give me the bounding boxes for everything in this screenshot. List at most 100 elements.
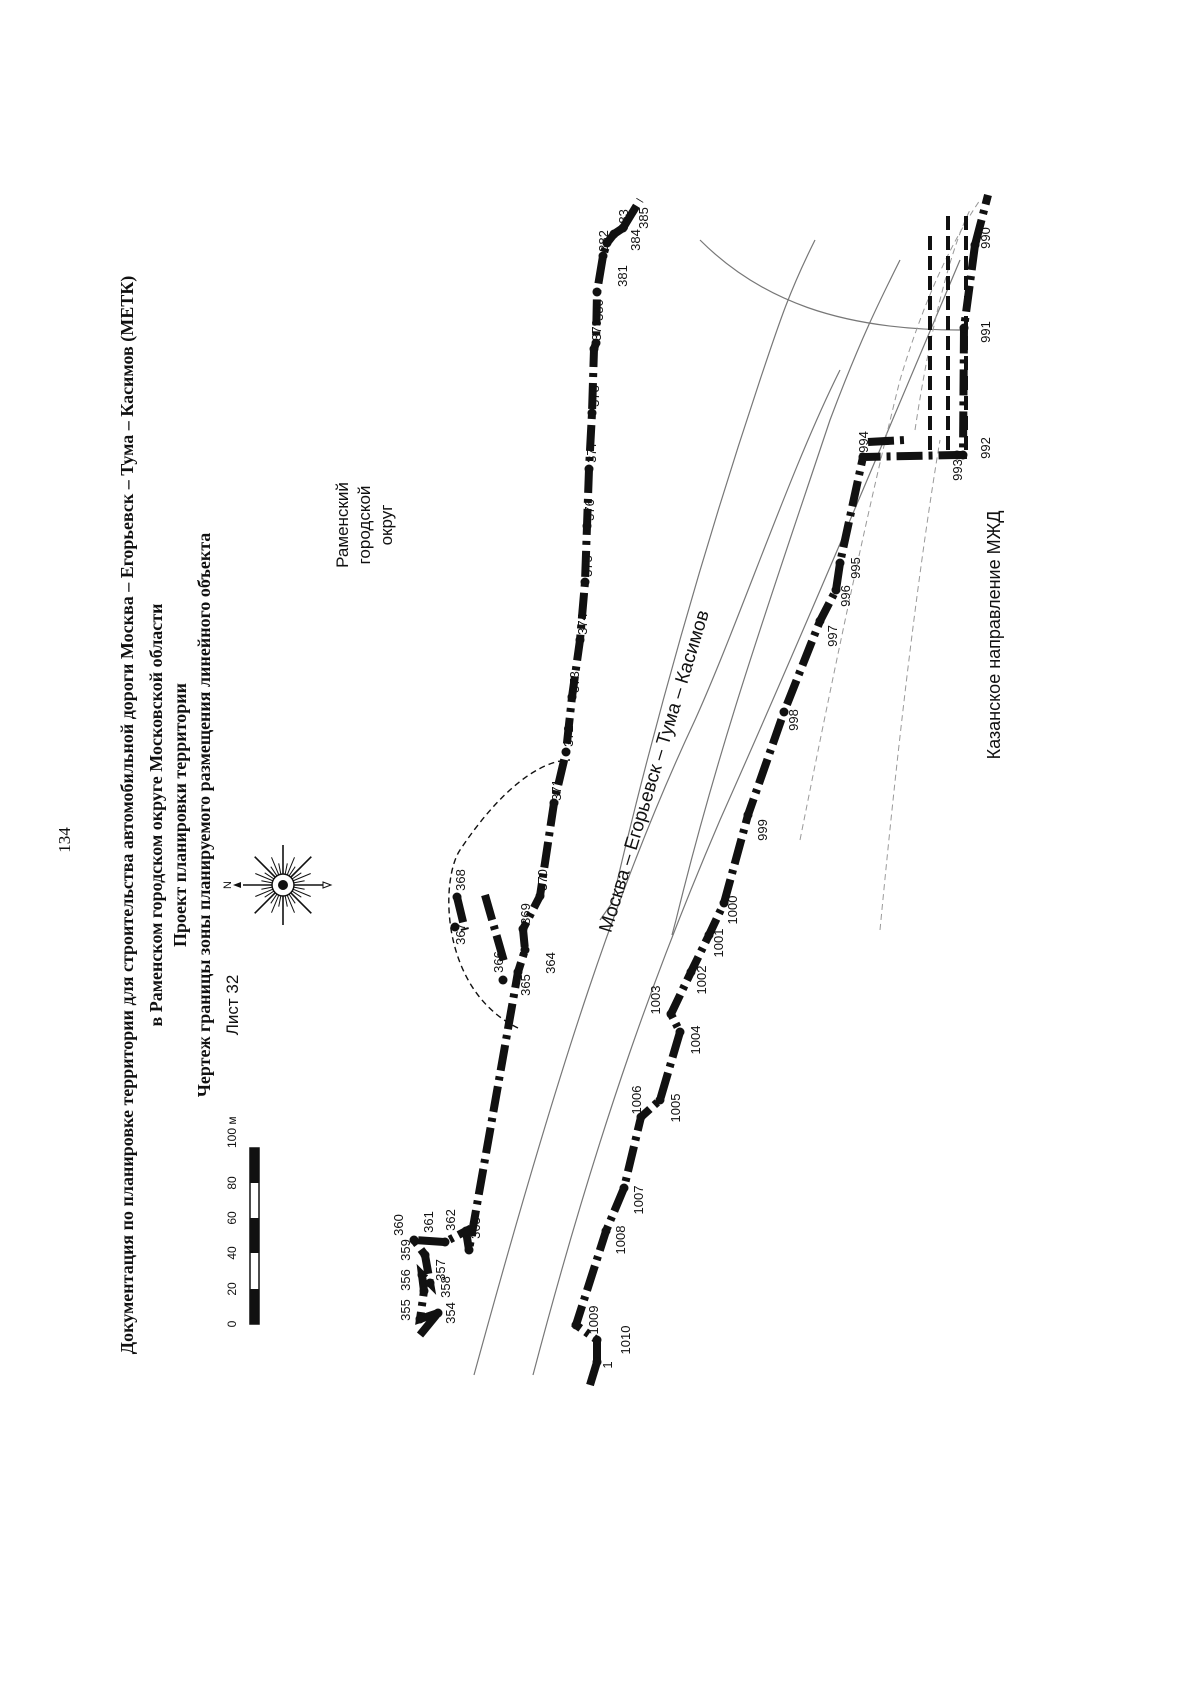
lower-point-label: 1001	[711, 929, 726, 958]
upper-point-marker	[598, 251, 608, 261]
upper-point-label: 366	[491, 951, 506, 973]
upper-point-marker	[602, 238, 612, 248]
sheet-label-group: Лист 32	[223, 975, 242, 1036]
lower-point-label: 994	[856, 431, 871, 453]
upper-point-label: 364	[543, 952, 558, 974]
scale-tick-label: 20	[225, 1282, 239, 1296]
compass-north-label: N	[222, 881, 234, 889]
district-label-line1: Раменский	[333, 482, 352, 568]
upper-point-label: 361	[421, 1211, 436, 1233]
sheet-label: Лист 32	[223, 975, 242, 1036]
lower-point-label: 1010	[618, 1326, 633, 1355]
lower-point-marker	[655, 1095, 665, 1105]
dashed-loop	[448, 759, 571, 1029]
lower-point-label: 1002	[694, 966, 709, 995]
upper-point-marker	[549, 798, 559, 808]
boundary-lower-extension	[867, 436, 906, 446]
upper-point-label: 385	[636, 207, 651, 229]
railway-label-group: Казанское направление МЖД	[984, 511, 1004, 760]
upper-point-marker	[582, 521, 592, 531]
upper-point-label: 370	[535, 869, 550, 891]
upper-point-label: 363	[468, 1217, 483, 1239]
scale-tick-label: 40	[225, 1246, 239, 1260]
lower-point-label: 1005	[668, 1094, 683, 1123]
upper-point-label: 384	[628, 229, 643, 251]
upper-point-label: 354	[443, 1302, 458, 1324]
lower-point-label: 1006	[629, 1086, 644, 1115]
road-lines	[473, 239, 961, 1376]
upper-point-label: 371	[549, 779, 564, 801]
upper-point-label: 367	[453, 923, 468, 945]
upper-point-marker	[592, 287, 602, 297]
boundary-upper-extension	[453, 896, 469, 931]
upper-point-label: 381	[615, 265, 630, 287]
upper-point-label: 356	[398, 1269, 413, 1291]
compass-rose: N	[222, 845, 333, 925]
upper-point-marker	[417, 1270, 427, 1280]
scale-tick-label: 100 м	[225, 1116, 239, 1148]
upper-point-label: 379	[589, 319, 604, 341]
lower-point-label: 992	[978, 437, 993, 459]
lower-point-label: 1008	[613, 1226, 628, 1255]
boundary-upper-extension	[619, 197, 644, 231]
scale-tick-label: 60	[225, 1211, 239, 1225]
upper-point-label: 372	[561, 725, 576, 747]
lower-point-marker	[779, 707, 789, 717]
upper-point-marker	[464, 1245, 474, 1255]
upper-point-marker	[452, 892, 462, 902]
lower-point-marker	[719, 898, 729, 908]
scale-tick-label: 80	[225, 1176, 239, 1190]
lower-point-label: 990	[978, 227, 993, 249]
upper-point-marker	[591, 338, 601, 348]
upper-point-marker	[618, 223, 628, 233]
upper-point-marker	[561, 747, 571, 757]
upper-point-label: 380	[591, 299, 606, 321]
lower-point-marker	[959, 323, 969, 333]
upper-point-marker	[461, 1226, 471, 1236]
upper-point-label: 365	[518, 974, 533, 996]
boundary-lower	[571, 193, 992, 1387]
lower-point-marker	[571, 1320, 581, 1330]
lower-point-label: 1009	[586, 1306, 601, 1335]
lower-point-marker	[858, 452, 868, 462]
lower-point-label: 1000	[725, 896, 740, 925]
lower-point-marker	[592, 1335, 602, 1345]
upper-point-marker	[513, 967, 523, 977]
lower-point-label: 1007	[631, 1186, 646, 1215]
upper-point-label: 375	[580, 555, 595, 577]
road-label: Москва – Егорьевск – Тума – Касимов	[596, 608, 714, 935]
lower-point-marker	[831, 585, 841, 595]
title-line-3: Проект планировки территории	[170, 683, 190, 947]
title-line-2: в Раменском городском округе Московской …	[146, 603, 166, 1026]
upper-point-label: 376	[582, 499, 597, 521]
upper-point-label: 368	[453, 869, 468, 891]
boundary-upper-extension	[416, 1310, 442, 1338]
upper-point-marker	[415, 1314, 425, 1324]
lower-point-marker	[704, 930, 714, 940]
upper-point-label: 357	[433, 1259, 448, 1281]
title-line-2-group: в Раменском городском округе Московской …	[146, 603, 166, 1026]
upper-point-marker	[518, 924, 528, 934]
lower-point-marker	[675, 1027, 685, 1037]
road-label-group: Москва – Егорьевск – Тума – Касимов	[596, 608, 714, 935]
page-number: 134	[55, 827, 74, 853]
lower-point-label: 998	[786, 709, 801, 731]
upper-point-label: 373	[567, 671, 582, 693]
lower-point-label: 991	[978, 321, 993, 343]
lower-point-marker	[636, 1112, 646, 1122]
upper-point-marker	[425, 1278, 435, 1288]
lower-point-marker	[970, 240, 980, 250]
upper-point-marker	[575, 635, 585, 645]
lower-point-marker	[686, 967, 696, 977]
upper-point-label: 359	[398, 1239, 413, 1261]
upper-point-label: 362	[443, 1209, 458, 1231]
upper-point-marker	[409, 1235, 419, 1245]
lower-point-label: 996	[838, 585, 853, 607]
boundary-lower-extension	[971, 193, 992, 247]
upper-point-marker	[498, 975, 508, 985]
lower-point-marker	[619, 1183, 629, 1193]
page-number-group: 134	[55, 827, 74, 853]
district-label-group: Раменский городской округ	[333, 482, 396, 568]
